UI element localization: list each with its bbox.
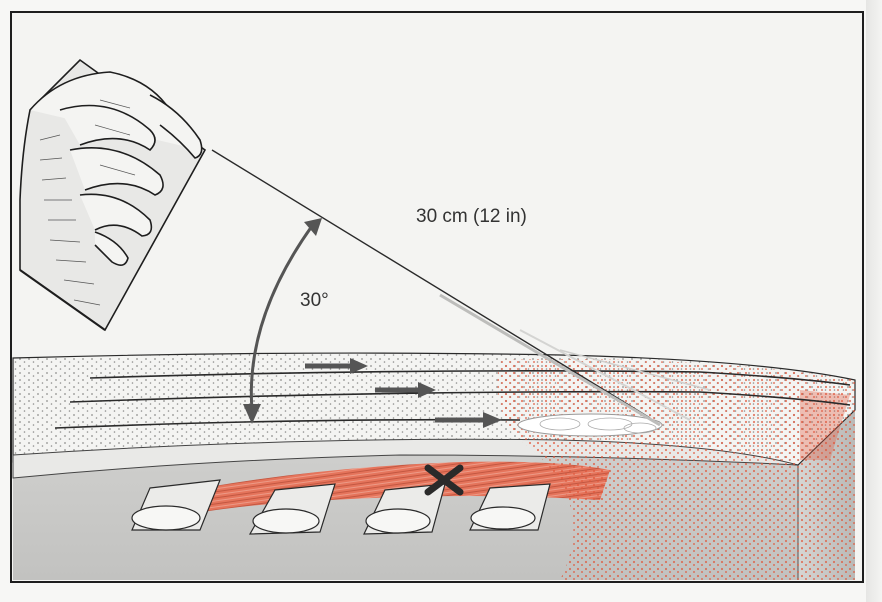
angle-label: 30°: [300, 290, 329, 312]
frost-blob: [518, 414, 662, 436]
distance-label: 30 cm (12 in): [416, 206, 527, 228]
